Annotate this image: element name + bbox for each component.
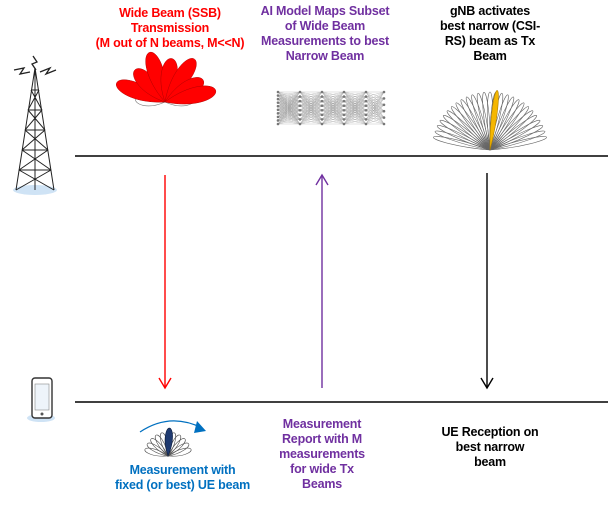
ssb-arrow-down <box>158 175 172 390</box>
ue-measurement-label: Measurement with fixed (or best) UE beam <box>114 463 250 492</box>
ue-beam-icon <box>139 420 206 457</box>
report-arrow-up <box>315 173 329 388</box>
gnb-activates-label: gNB activates best narrow (CSI- RS) beam… <box>439 4 541 63</box>
narrow-beam-arrow-down <box>480 173 494 390</box>
ai-model-label: AI Model Maps Subset of Wide Beam Measur… <box>260 4 390 63</box>
cell-tower-icon <box>13 55 57 195</box>
neural-network-icon <box>276 90 386 126</box>
ue-reception-label: UE Reception on best narrow beam <box>441 425 539 469</box>
wide-beam-pattern-icon <box>116 52 216 107</box>
measurement-report-label: Measurement Report with M measurements f… <box>279 417 365 491</box>
wide-beam-label: Wide Beam (SSB) Transmission (M out of N… <box>95 6 245 50</box>
smartphone-icon <box>27 377 55 422</box>
narrow-beam-fan-icon <box>433 90 547 151</box>
